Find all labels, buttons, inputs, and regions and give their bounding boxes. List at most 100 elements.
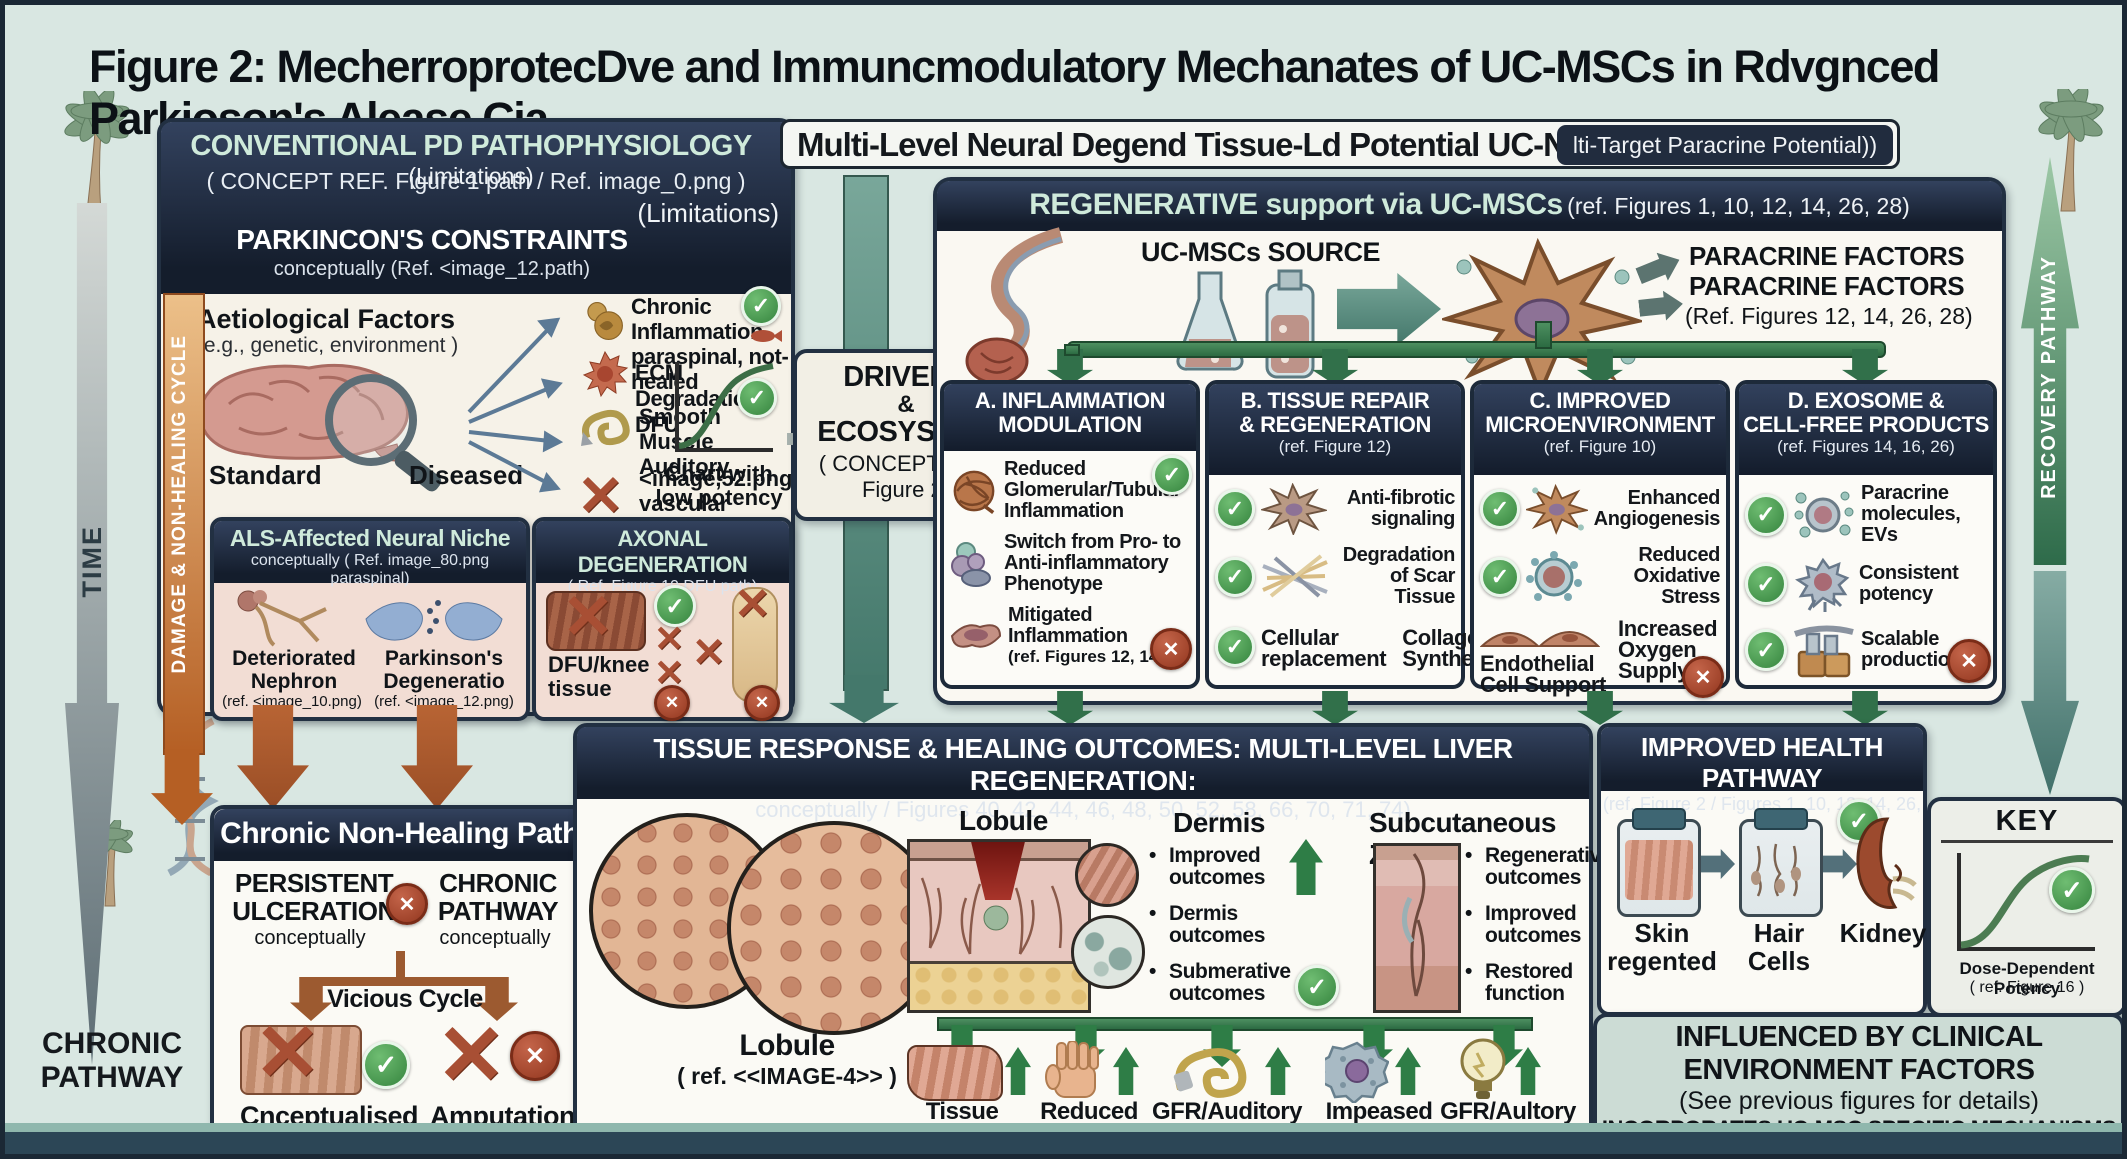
check-icon: ✓ <box>737 378 777 418</box>
row: ✓ Anti-fibrotic signaling <box>1209 475 1461 540</box>
endothelial-mounds-icon <box>1479 631 1601 647</box>
check-icon: ✓ <box>741 286 781 326</box>
row: ✓ Paracrine molecules, EVs <box>1739 475 1993 551</box>
als-neural-niche-box: ALS-Affected Neural Niche conceptually (… <box>210 517 530 721</box>
fish-icon <box>751 330 782 342</box>
panel-d-ref: (ref. Figures 14, 16, 26) <box>1777 437 1955 456</box>
damage-cycle-bar <box>163 293 205 755</box>
improved-header: IMPROVED HEALTH PATHWAY (ref. Figure 2 /… <box>1601 727 1923 835</box>
subq-bullet-1: • <box>1465 844 1472 867</box>
dermis-bullet-3-text: Submerative outcomes <box>1169 960 1291 1005</box>
x-badge-icon: ✕ <box>654 685 690 721</box>
diseased-label: Diseased <box>409 460 524 490</box>
vicious-stem <box>396 951 405 981</box>
tissue-header: TISSUE RESPONSE & HEALING OUTCOMES: MULT… <box>577 727 1589 822</box>
aetiological-title: Aetiological Factors <box>197 304 456 334</box>
persistent-ulceration-label: PERSISTENT ULCERATION <box>232 868 396 926</box>
dermis-bullet-2-text: Dermis outcomes <box>1169 902 1265 947</box>
skin-section-icon <box>907 839 1091 1013</box>
ulcer-tissue-icon <box>240 1025 362 1095</box>
tissue-atrophy-icon <box>907 1045 1003 1101</box>
potency-cell-icon <box>1795 557 1850 612</box>
check-icon: ✓ <box>1152 455 1192 495</box>
improved-title: IMPROVED HEALTH PATHWAY <box>1641 732 1883 793</box>
kidney-icon <box>1856 817 1917 909</box>
key-caption: Dose-Dependent Potency <box>1959 959 2095 998</box>
x-badge-icon: ✕ <box>510 1031 560 1081</box>
paracrine-ref: (Ref. Figures 12, 14, 26, 28) <box>1685 303 1973 329</box>
x-badge-icon: ✕ <box>1947 639 1991 683</box>
tissue-title: TISSUE RESPONSE & HEALING OUTCOMES: MULT… <box>653 733 1513 796</box>
jar-cap <box>1754 808 1808 830</box>
conventional-limitations-2: (Limitations) <box>637 198 779 228</box>
cochlea-icon <box>1173 1048 1247 1098</box>
flasks-icon <box>1176 269 1315 379</box>
tissue-response-box: TISSUE RESPONSE & HEALING OUTCOMES: MULT… <box>573 723 1663 1154</box>
multilevel-banner-text: Multi-Level Neural Degend Tissue-Ld Pote… <box>797 126 1567 163</box>
synapse-icon <box>365 600 503 641</box>
up-arrow-icon <box>1395 1047 1421 1095</box>
check-icon: ✓ <box>1745 493 1787 536</box>
colC-item2: Reduced Oxidative Stress <box>1633 544 1721 608</box>
regen-title: REGENERATIVE support via UC-MSCs <box>1029 188 1563 221</box>
red-x-icon: ✕ <box>654 618 685 659</box>
axonal-degeneration-box: AXONAL DEGENERATION ( Ref. Figure 10 DFU… <box>532 517 793 721</box>
skin-regented-label: Skin regented <box>1607 918 1717 976</box>
knee-tissue-icon <box>732 587 778 703</box>
hair-jar-icon <box>1739 808 1823 917</box>
ecm-degradation-icon <box>582 350 629 398</box>
standard-label: Standard <box>209 460 322 490</box>
jar-cap <box>1632 808 1686 830</box>
key-ref: ( ref. Figure 16 ) <box>1969 979 2085 996</box>
check-icon: ✓ <box>654 585 696 627</box>
axonal-note: ( Ref. Figure 10 DFU path) <box>567 578 758 595</box>
dermis-bullet-1-text: Improved outcomes <box>1169 844 1265 889</box>
check-icon: ✓ <box>1215 556 1255 597</box>
row: ✓ Scalable production ✕ <box>1739 617 1993 683</box>
subq-vessels <box>1402 853 1426 997</box>
subq-bullet-1-text: Regenerative outcomes <box>1485 844 1613 889</box>
callout-circle-icon <box>1071 915 1145 989</box>
subq-bullet-3-text: Restored function <box>1485 960 1573 1005</box>
colA-item3: Mitigated Inflammation <box>1008 604 1128 647</box>
x-badge-icon: ✕ <box>386 883 428 925</box>
row: Mitigated Inflammation (ref. Figures 12,… <box>944 600 1196 672</box>
fat-layer <box>910 961 1088 1010</box>
row: Endothelial Cell Support Increased Oxyge… <box>1474 613 1726 700</box>
parkincon-constraints: PARKINCON'S CONSTRAINTS <box>236 224 628 255</box>
panel-b-title: B. TISSUE REPAIR & REGENERATION <box>1238 388 1431 437</box>
chart-low-potency-caption: Chart with low potency <box>655 461 783 510</box>
row: Switch from Pro- to Anti-inflammatory Ph… <box>944 527 1196 600</box>
deteriorated-nephron-label: Deteriorated Nephron <box>232 647 356 693</box>
key-title: KEY <box>1995 805 2059 837</box>
panel-b-header: B. TISSUE REPAIR & REGENERATION(ref. Fig… <box>1209 384 1461 475</box>
red-x-icon: ✕ <box>654 652 685 693</box>
red-x-icon: ✕ <box>692 631 726 675</box>
lobule-circle-icon <box>727 821 941 1035</box>
angiogenic-cell-icon <box>1526 483 1588 535</box>
damage-cycle-label: DAMAGE & NON-HEALING CYCLE <box>169 335 190 674</box>
callout-circle-icon <box>1075 843 1139 907</box>
inflammation-icon <box>587 302 623 340</box>
palm-tree-icon <box>2038 89 2104 212</box>
tissue-subtitle: conceptually / Figures 40, 42, 44, 46, 4… <box>755 797 1411 822</box>
x-badge-icon: ✕ <box>744 685 780 721</box>
recovery-arrow-down <box>2021 571 2079 795</box>
vicious-cycle-label: Vicious Cycle <box>327 985 483 1013</box>
influenced-line3: (See previous figures for details) <box>1679 1087 2039 1115</box>
conventional-title: CONVENTIONAL PD PATHOPHYSIOLOGY <box>190 130 752 162</box>
panel-exosome: D. EXOSOME & CELL-FREE PRODUCTS(ref. Fig… <box>1735 380 1997 689</box>
check-icon: ✓ <box>1745 563 1787 605</box>
up-arrow-icon <box>1515 1047 1541 1095</box>
improved-health-box: IMPROVED HEALTH PATHWAY (ref. Figure 2 /… <box>1597 723 1927 1016</box>
als-note: conceptually ( Ref. image_80.png paraspi… <box>250 552 490 587</box>
axonal-title: AXONAL DEGENERATION <box>577 526 748 577</box>
regen-header: REGENERATIVE support via UC-MSCs (ref. F… <box>937 181 2002 231</box>
dermis-bullet-2: • <box>1149 902 1156 925</box>
colA-ref: (ref. Figures 12, 14) <box>1008 647 1164 666</box>
als-header: ALS-Affected Neural Niche conceptually (… <box>214 521 526 587</box>
production-boxes-icon <box>1793 625 1854 678</box>
umbilical-cord-icon <box>965 227 1064 385</box>
chronic-non-healing-box: Chronic Non-Healing Path PERSISTENT ULCE… <box>210 805 590 1154</box>
bottom-strip-navy <box>5 1132 2122 1154</box>
